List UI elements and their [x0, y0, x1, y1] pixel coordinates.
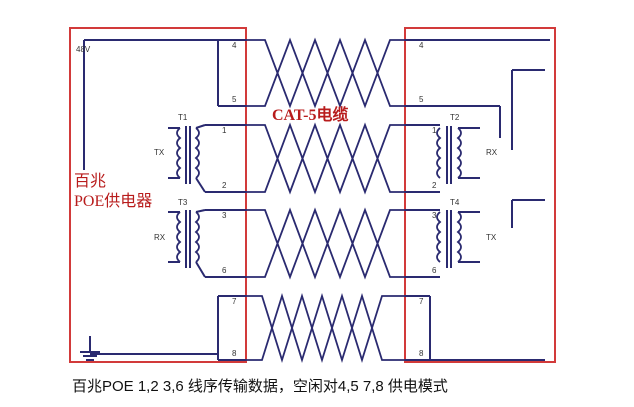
twisted-pair-45: [246, 37, 405, 109]
right-pin-2: 2: [432, 181, 437, 190]
right-pin-6: 6: [432, 266, 437, 275]
left-pin-7: 7: [232, 297, 237, 306]
right-tx-top-role: RX: [486, 148, 498, 157]
left-pin-1: 1: [222, 126, 227, 135]
right-transformer-top-icon: [436, 126, 480, 184]
twisted-pair-78: [246, 292, 405, 364]
right-transformer-bottom-icon: [436, 210, 480, 268]
twisted-pair-36: [246, 207, 405, 280]
left-pin-5: 5: [232, 95, 237, 104]
left-transformer-top-icon: [168, 124, 206, 193]
left-title-line1: 百兆: [74, 172, 106, 190]
cable-label: CAT-5电缆: [272, 105, 348, 124]
left-tx-bottom-name: T3: [178, 198, 188, 207]
right-tx-top-name: T2: [450, 113, 460, 122]
left-transformer-bottom-icon: [168, 209, 206, 278]
right-device-box: [404, 27, 556, 363]
left-pin-3: 3: [222, 211, 227, 220]
diagram-caption: 百兆POE 1,2 3,6 线序传输数据，空闲对4,5 7,8 供电模式: [72, 378, 448, 395]
right-tx-bottom-name: T4: [450, 198, 460, 207]
right-pin-4: 4: [419, 41, 424, 50]
right-tx-bottom-role: TX: [486, 233, 497, 242]
left-tx-bottom-role: RX: [154, 233, 166, 242]
left-poe-box: [69, 27, 247, 363]
ground-icon: [80, 336, 100, 361]
left-pin-2: 2: [222, 181, 227, 190]
right-pin-3: 3: [432, 211, 437, 220]
right-pins: [405, 39, 550, 361]
left-pin-4: 4: [232, 41, 237, 50]
right-pin-7: 7: [419, 297, 424, 306]
left-tx-top-name: T1: [178, 113, 188, 122]
left-pins: [83, 39, 246, 361]
left-pin-6: 6: [222, 266, 227, 275]
twisted-pair-12: [246, 122, 405, 195]
right-pin-8: 8: [419, 349, 424, 358]
left-tx-top-role: TX: [154, 148, 165, 157]
right-pin-5: 5: [419, 95, 424, 104]
left-title-line2: POE供电器: [74, 192, 152, 210]
left-pin-8: 8: [232, 349, 237, 358]
voltage-label: 48V: [76, 45, 91, 54]
right-pin-1: 1: [432, 126, 437, 135]
